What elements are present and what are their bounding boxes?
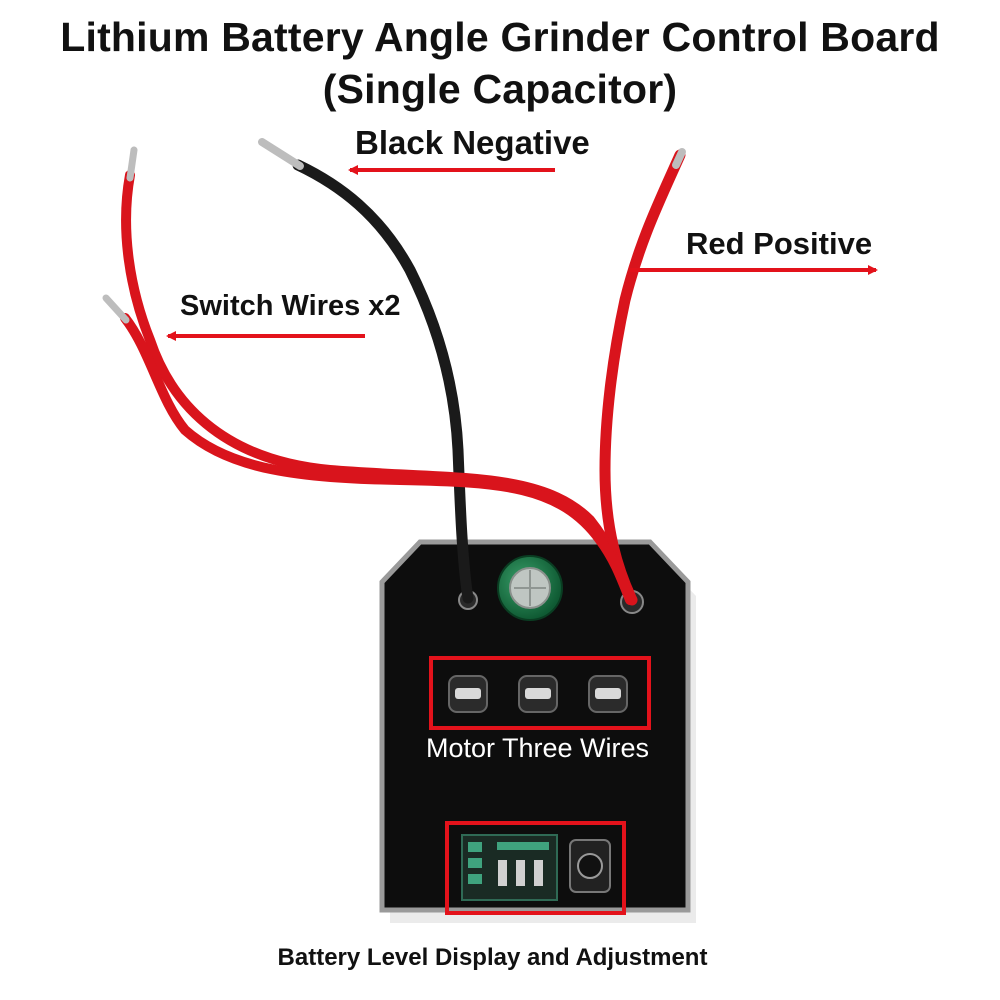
motor-terminal-3 — [588, 675, 628, 713]
battery-level-module — [445, 821, 626, 915]
switch-wire-1-tip — [126, 146, 138, 182]
motor-terminal-2 — [518, 675, 558, 713]
motor-three-wires-label: Motor Three Wires — [425, 733, 650, 763]
battery-level-label: Battery Level Display and Adjustment — [277, 944, 708, 971]
motor-terminals — [429, 656, 651, 730]
title-line-1: Lithium Battery Angle Grinder Control Bo… — [60, 14, 940, 60]
switch-wire-1 — [121, 170, 635, 603]
red-wire-tip — [672, 148, 686, 169]
title-line-2: (Single Capacitor) — [322, 66, 678, 112]
motor-terminal-1 — [448, 675, 488, 713]
switch-wire-2 — [120, 313, 635, 605]
switch-wire-2-tip — [102, 294, 130, 324]
capacitor — [497, 555, 563, 621]
black-negative-label: Black Negative — [355, 124, 590, 161]
red-positive-label: Red Positive — [686, 226, 873, 261]
adjustment-button — [569, 839, 611, 893]
black-negative-wire — [292, 159, 474, 604]
red-positive-wire — [599, 149, 686, 606]
switch-wires-label: Switch Wires x2 — [180, 290, 401, 322]
battery-level-connector — [461, 834, 558, 901]
black-wire-tip — [258, 138, 304, 170]
